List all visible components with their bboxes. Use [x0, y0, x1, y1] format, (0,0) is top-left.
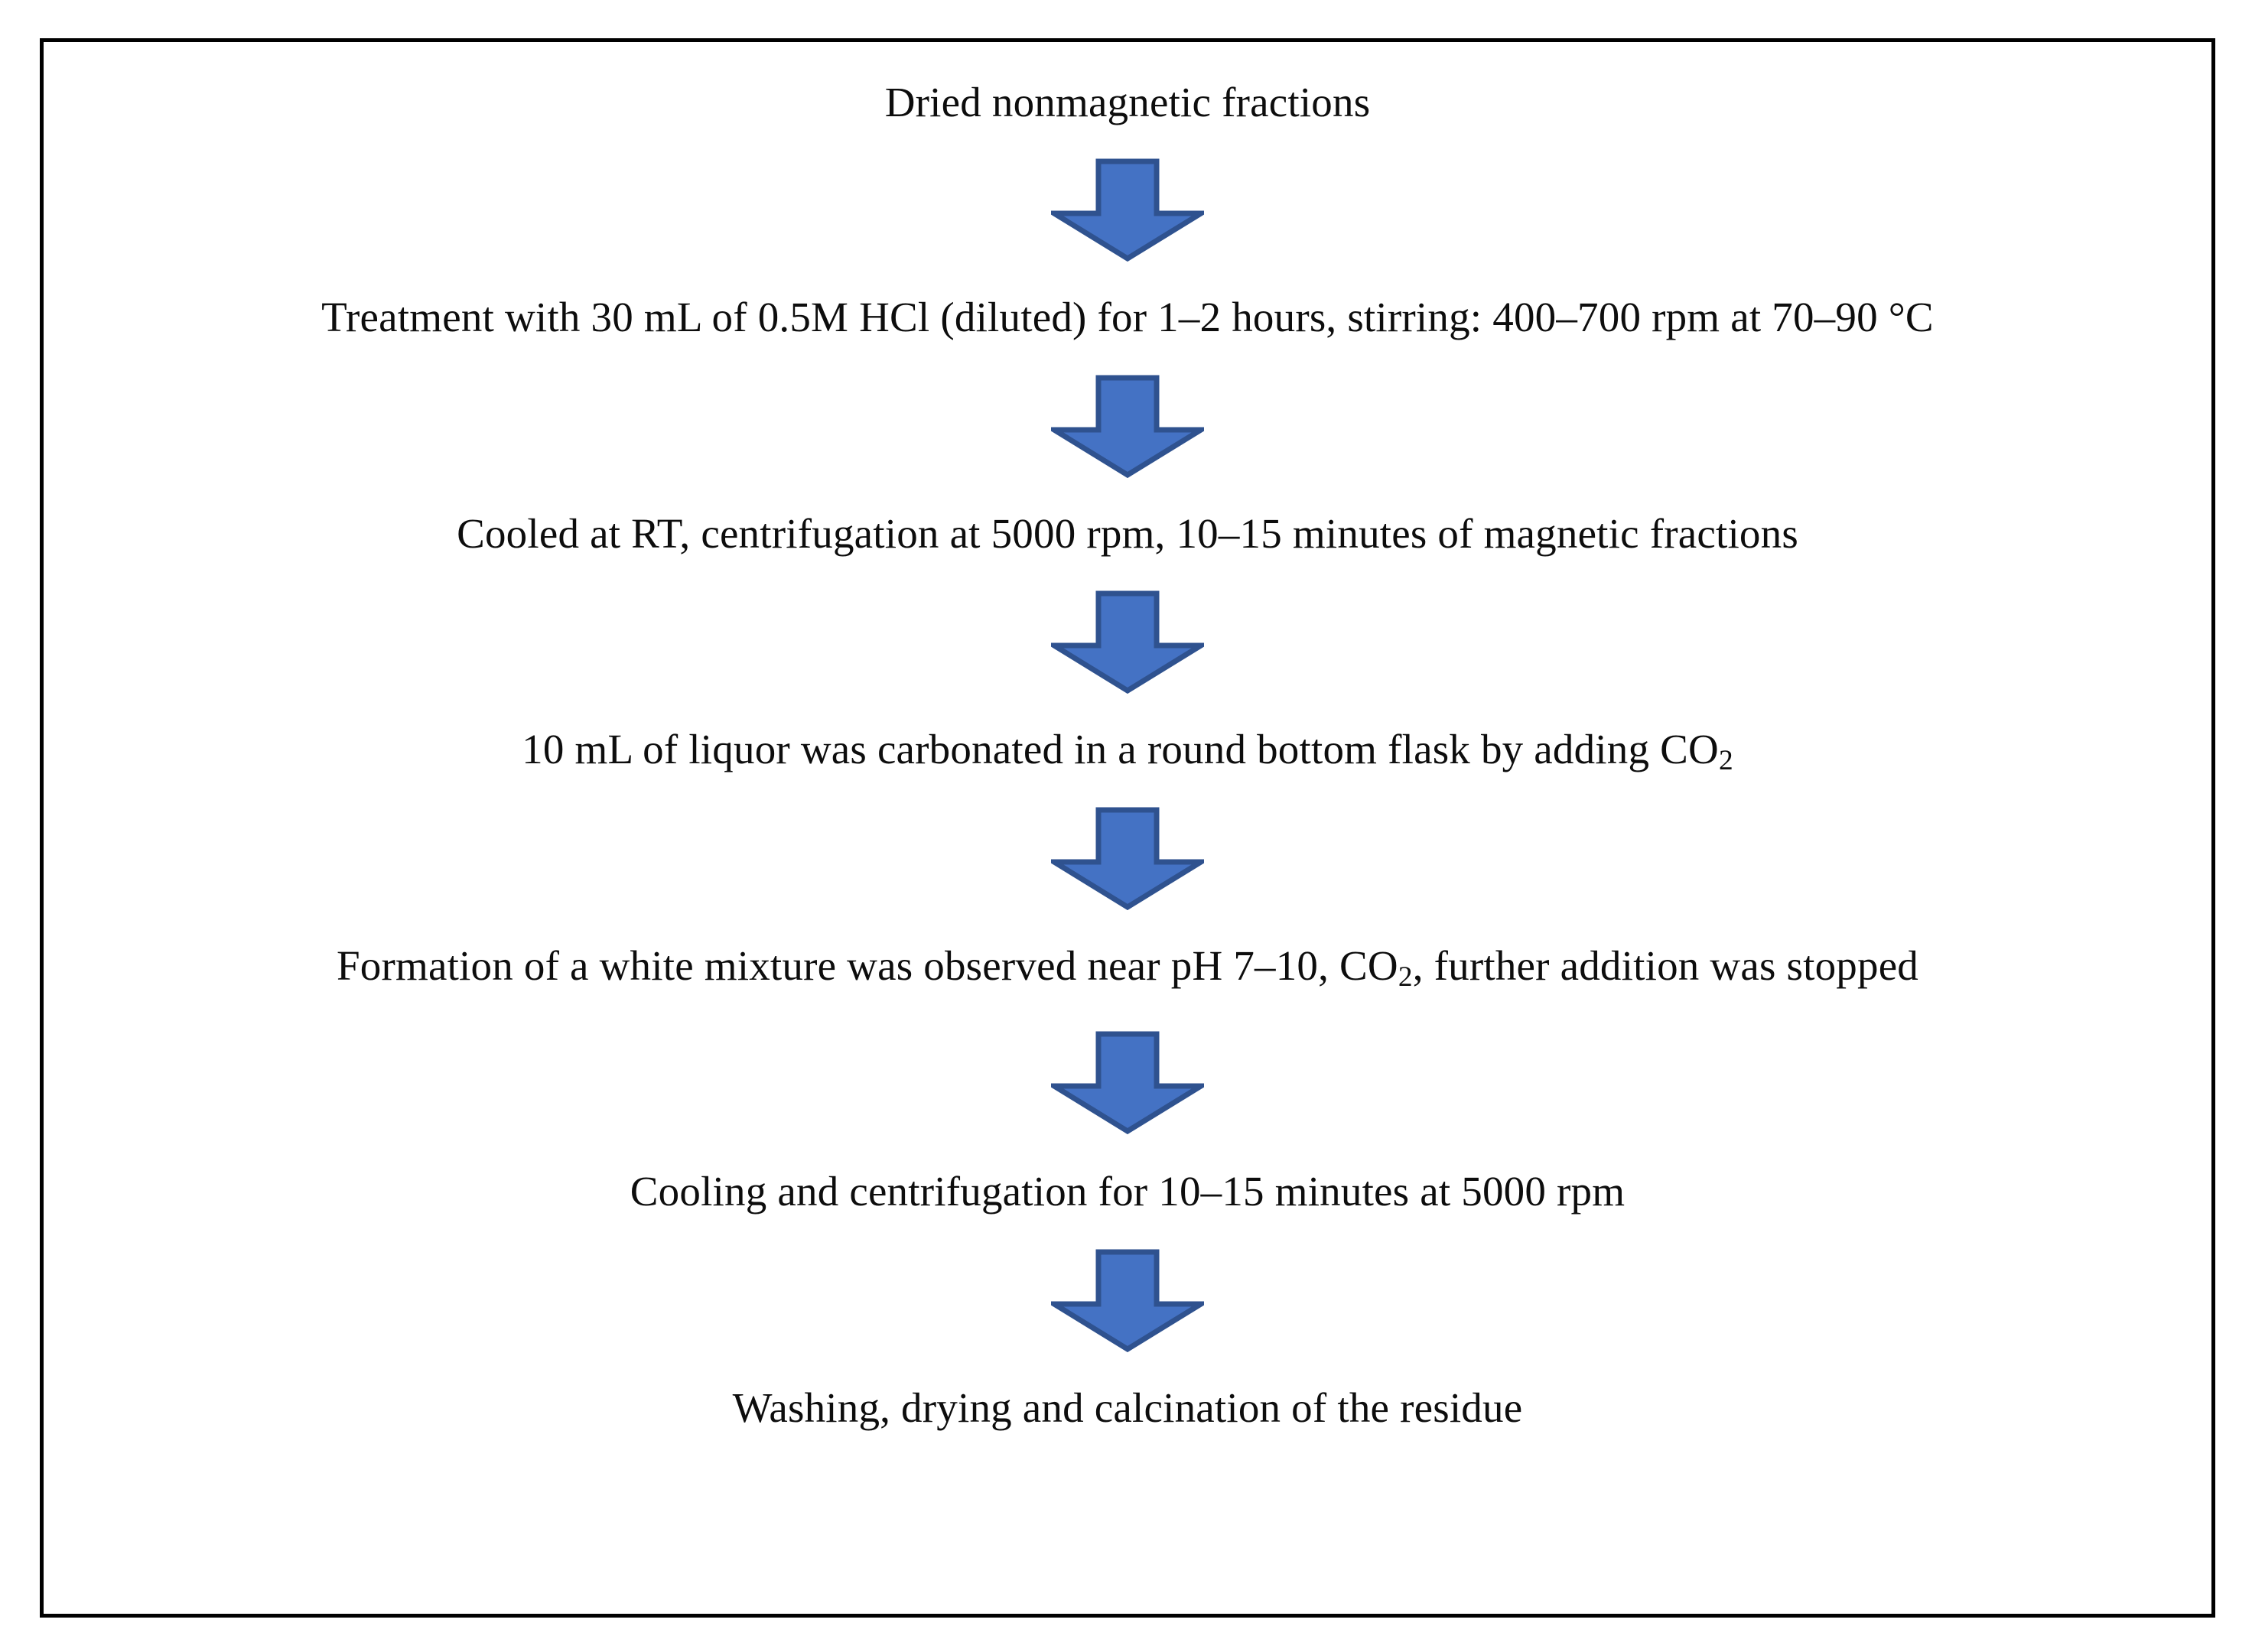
down-arrow-icon — [1051, 1249, 1204, 1352]
flow-arrow-2 — [44, 375, 2211, 478]
flow-step-hcl-treatment: Treatment with 30 mL of 0.5M HCl (dilute… — [321, 293, 1934, 340]
flow-arrow-6 — [44, 1249, 2211, 1352]
flow-step-white-mixture-formation: Formation of a white mixture was observe… — [44, 942, 2211, 992]
down-arrow-icon — [1051, 590, 1204, 694]
step5-text-after: , further addition was stopped — [1412, 942, 1919, 989]
step4-subscript: 2 — [1718, 745, 1733, 777]
down-arrow-icon — [1051, 158, 1204, 262]
flow-step-dried-nonmagnetic-fractions: Dried nonmagnetic fractions — [884, 79, 1371, 125]
flow-arrow-4 — [44, 807, 2211, 910]
down-arrow-icon — [1051, 375, 1204, 478]
flow-step-washing-drying-calcination: Washing, drying and calcination of the r… — [732, 1384, 1523, 1431]
process-flowchart: Dried nonmagnetic fractions Treatment wi… — [44, 42, 2211, 1614]
down-arrow-icon — [1051, 807, 1204, 910]
step4-text-before: 10 mL of liquor was carbonated in a roun… — [522, 726, 1719, 773]
flow-step-cooling-centrifugation-magnetic: Cooled at RT, centrifugation at 5000 rpm… — [457, 509, 1798, 557]
flow-step-cooling-centrifugation-final: Cooling and centrifugation for 10–15 min… — [630, 1167, 1626, 1215]
figure-border: Dried nonmagnetic fractions Treatment wi… — [40, 38, 2215, 1618]
flow-arrow-5 — [44, 1031, 2211, 1134]
flow-step-carbonation-in-flask: 10 mL of liquor was carbonated in a roun… — [44, 726, 2211, 776]
step5-text-before: Formation of a white mixture was observe… — [336, 942, 1398, 989]
flow-arrow-3 — [44, 590, 2211, 694]
down-arrow-icon — [1051, 1031, 1204, 1134]
step5-subscript: 2 — [1398, 961, 1413, 993]
flow-arrow-1 — [44, 158, 2211, 262]
